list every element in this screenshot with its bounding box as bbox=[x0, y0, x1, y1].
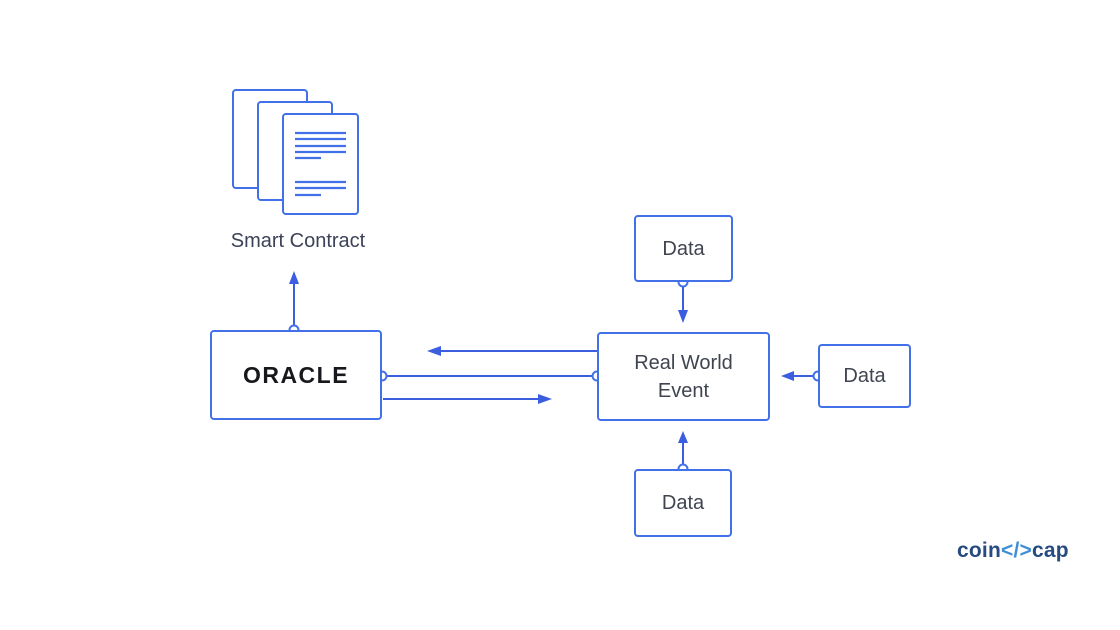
smart-contract-label: Smart Contract bbox=[230, 230, 366, 252]
data-node-bottom: Data bbox=[634, 469, 732, 537]
edge-oracle-to-rwe bbox=[383, 394, 552, 404]
oracle-node: ORACLE bbox=[210, 330, 382, 420]
logo-cap-text: cap bbox=[1031, 539, 1069, 562]
stacked-documents-icon bbox=[232, 89, 359, 215]
edge-data-right-to-rwe bbox=[781, 371, 813, 381]
edge-data-bottom-to-rwe bbox=[678, 431, 688, 464]
edge-data-top-to-rwe bbox=[678, 287, 688, 323]
coincap-logo: coin</>cap bbox=[957, 539, 1069, 563]
edge-oracle-to-smart-contract bbox=[289, 271, 299, 327]
logo-coin-text: coin bbox=[957, 539, 1001, 562]
data-node-top: Data bbox=[634, 215, 733, 282]
data-node-bottom-label: Data bbox=[661, 492, 705, 514]
edge-rwe-to-oracle bbox=[427, 346, 597, 356]
document-text-lines bbox=[295, 131, 346, 197]
logo-code-icon: </> bbox=[1000, 539, 1032, 562]
real-world-event-node: Real World Event bbox=[597, 332, 770, 421]
real-world-event-label: Real World Event bbox=[634, 351, 733, 402]
data-node-right: Data bbox=[818, 344, 911, 408]
data-node-top-label: Data bbox=[662, 237, 705, 260]
data-node-right-label: Data bbox=[843, 365, 886, 387]
oracle-node-label: ORACLE bbox=[242, 361, 350, 388]
